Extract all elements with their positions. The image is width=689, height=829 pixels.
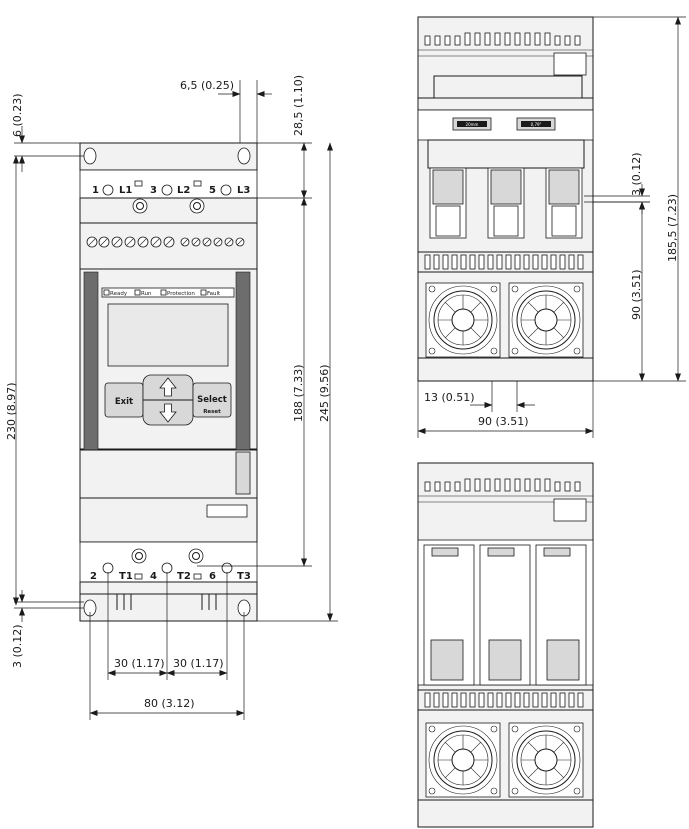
right-vent-mesh [235, 271, 251, 451]
led-ready-label: Ready [110, 291, 128, 297]
dim-90-height-label: 90 (3.51) [630, 269, 643, 320]
terminal-5-label: 5 [209, 185, 216, 196]
control-terminal-screws [86, 236, 245, 248]
dim-30a-label: 30 (1.17) [114, 657, 165, 670]
mounting-hole-top-right [237, 147, 251, 165]
fan-right-icon [508, 282, 584, 358]
arrow-down-icon[interactable] [159, 403, 177, 423]
terminal-T1-label: T1 [119, 571, 133, 582]
fan-vent-slots-bottom [424, 692, 584, 708]
led-protection-label: Protection [167, 291, 195, 297]
terminal-T3-label: T3 [237, 571, 251, 582]
bottom-mounting-flange [79, 593, 258, 622]
dim-3-side-label: 3 (0.12) [630, 152, 643, 196]
top-vent-slots-2 [424, 478, 581, 492]
reset-label: Reset [203, 409, 221, 415]
led-ready [103, 289, 110, 296]
mounting-hole-top-left [83, 147, 97, 165]
label-plate [206, 504, 248, 518]
display-screen [107, 303, 229, 367]
terminal-6-screw [221, 562, 233, 574]
terminal-T2-screw [188, 548, 204, 564]
fan-vent-slots-top [424, 254, 584, 270]
dim-188-label: 188 (7.33) [292, 364, 305, 422]
fan-left-icon [425, 282, 501, 358]
select-button-label: Select [197, 395, 227, 405]
led-run [134, 289, 141, 296]
fan-right-icon-2 [508, 722, 584, 798]
terminal-4-screw [161, 562, 173, 574]
dim-30b-label: 30 (1.17) [173, 657, 224, 670]
terminal-3-screw [161, 184, 173, 196]
terminal-1-label: 1 [92, 185, 99, 196]
dim-6-5-label: 6,5 (0.25) [180, 79, 234, 92]
terminal-L2-screw [189, 198, 205, 214]
dim-13-label: 13 (0.51) [424, 391, 475, 404]
terminal-L2-label: L2 [177, 185, 190, 196]
dim-185-5-label: 185,5 (7.23) [666, 194, 679, 262]
select-button[interactable] [192, 382, 232, 418]
top-vent-slots [424, 32, 581, 46]
dim-90-width-label: 90 (3.51) [478, 415, 529, 428]
terminal-L1-label: L1 [119, 185, 132, 196]
led-protection [160, 289, 167, 296]
terminal-1-screw [102, 184, 114, 196]
exit-button-label: Exit [115, 397, 133, 407]
terminal-T2-label: T2 [177, 571, 191, 582]
arrow-up-icon[interactable] [159, 377, 177, 397]
dim-3-front-label: 3 (0.12) [11, 624, 24, 668]
dim-230-label: 230 (8.97) [5, 382, 18, 440]
terminal-T1-screw [131, 548, 147, 564]
fan-left-icon-2 [425, 722, 501, 798]
measure-label-mm: 20mm [466, 122, 479, 127]
terminal-L1-screw [132, 198, 148, 214]
led-fault [200, 289, 207, 296]
dim-28-5-label: 28,5 (1.10) [292, 75, 305, 136]
dim-80-label: 80 (3.12) [144, 697, 195, 710]
left-vent-mesh [83, 271, 99, 451]
terminal-2-label: 2 [90, 571, 97, 582]
side-view-bottom [417, 462, 594, 828]
bottom-terminal-block [79, 541, 258, 583]
side-view-top: 20mm 0,79" [417, 16, 594, 382]
terminal-6-label: 6 [209, 571, 216, 582]
measure-label-inch: 0,79" [531, 122, 542, 127]
terminal-4-label: 4 [150, 571, 157, 582]
front-view-dimensions: 6,5 (0.25) 6 (0.23) 28,5 (1.10) 230 (8.9… [5, 75, 338, 720]
dim-6-label: 6 (0.23) [11, 93, 24, 137]
top-mounting-flange [79, 142, 258, 171]
led-run-label: Run [141, 291, 152, 297]
terminal-2-screw [102, 562, 114, 574]
dim-245-label: 245 (9.56) [318, 364, 331, 422]
terminal-5-screw [220, 184, 232, 196]
front-view: 1 L1 3 L2 5 L3 [79, 142, 258, 622]
terminal-3-label: 3 [150, 185, 157, 196]
side-view-dimensions: 185,5 (7.23) 3 (0.12) 90 (3.51) 13 (0.51… [417, 16, 686, 438]
terminal-L3-label: L3 [237, 185, 250, 196]
led-fault-label: Fault [207, 291, 221, 297]
